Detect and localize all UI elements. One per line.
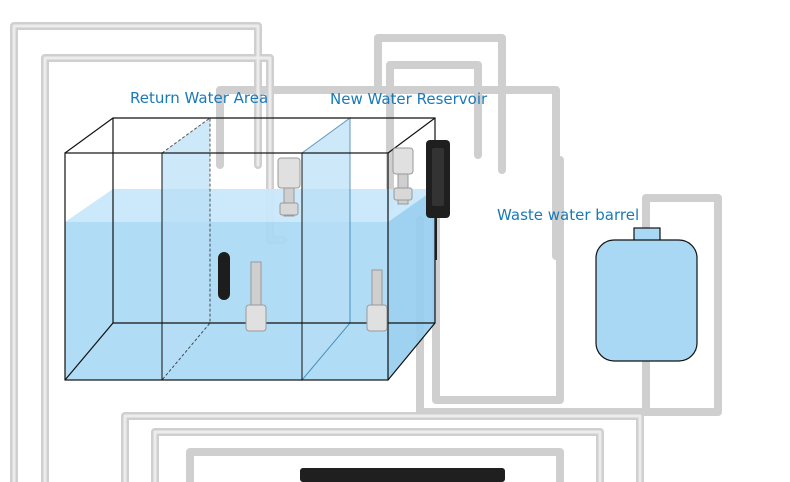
float-switch-icon (392, 147, 414, 205)
water-surface (65, 189, 435, 222)
waste-water-barrel-label: Waste water barrel (497, 206, 640, 224)
return-water-area-label: Return Water Area (130, 89, 269, 107)
pump-icon (300, 468, 505, 482)
waste-water-barrel (595, 227, 698, 362)
water-side (388, 189, 435, 380)
tank-outline (64, 117, 436, 381)
return-area-divider (161, 117, 211, 382)
controller-icon (426, 140, 450, 260)
water-level-sensor-icon (218, 252, 230, 300)
new-water-reservoir-label: New Water Reservoir (330, 90, 488, 108)
float-switch-icon (245, 261, 267, 332)
float-switch-icon (277, 157, 301, 217)
float-switch-icon (366, 269, 388, 332)
